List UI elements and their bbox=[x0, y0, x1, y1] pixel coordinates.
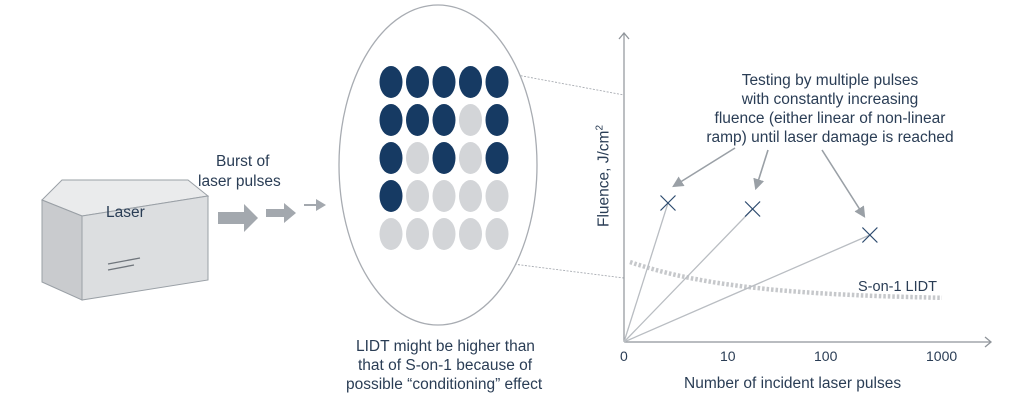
y-axis-label-text: Fluence, J/cm bbox=[595, 130, 613, 228]
damaged-spot bbox=[485, 142, 509, 174]
damaged-spot bbox=[379, 142, 403, 174]
undamaged-spot bbox=[459, 142, 482, 174]
damaged-spot bbox=[432, 66, 456, 98]
damaged-spot bbox=[379, 104, 403, 136]
threshold-dotted-line bbox=[629, 259, 943, 301]
callout-arrow bbox=[821, 149, 866, 218]
spot-matrix bbox=[379, 66, 509, 250]
x-tick-label: 100 bbox=[814, 348, 838, 364]
fluence-ramps bbox=[623, 202, 871, 343]
damaged-spot bbox=[485, 66, 509, 98]
annotation-line3: fluence (either linear of non-linear bbox=[714, 110, 946, 127]
damaged-spot bbox=[459, 66, 482, 98]
damage-markers bbox=[660, 195, 878, 243]
annotation-line4: ramp) until laser damage is reached bbox=[706, 129, 954, 146]
damage-marker-x bbox=[861, 227, 878, 243]
threshold-label: S-on-1 LIDT bbox=[858, 279, 937, 295]
undamaged-spot bbox=[406, 180, 429, 212]
fluence-ramp-line bbox=[623, 208, 754, 343]
laser-slot bbox=[107, 257, 141, 265]
damaged-spot bbox=[379, 180, 403, 212]
y-axis-label: Fluence, J/cm2 bbox=[595, 125, 614, 227]
annotation-line1: Testing by multiple pulses bbox=[741, 72, 919, 89]
damaged-spot bbox=[406, 66, 429, 98]
callout-arrow bbox=[753, 149, 769, 191]
caption-line3: possible “conditioning” effect bbox=[346, 376, 543, 393]
chart-area bbox=[618, 31, 993, 348]
pulse-arrow-large bbox=[218, 204, 258, 232]
undamaged-spot bbox=[432, 218, 456, 250]
annotation-line2: with constantly increasing bbox=[741, 91, 919, 108]
damaged-spot bbox=[379, 66, 403, 98]
laser-device bbox=[41, 179, 210, 301]
undamaged-spot bbox=[432, 180, 456, 212]
undamaged-spot bbox=[485, 218, 509, 250]
undamaged-spot bbox=[379, 218, 403, 250]
laser-side-face bbox=[81, 195, 209, 301]
x-tick-label: 1000 bbox=[926, 348, 958, 364]
undamaged-spot bbox=[406, 218, 429, 250]
laser-label: Laser bbox=[106, 204, 145, 221]
damage-marker-x bbox=[744, 201, 761, 217]
damaged-spot bbox=[406, 104, 429, 136]
laser-front-face bbox=[41, 199, 83, 301]
x-axis-label: Number of incident laser pulses bbox=[684, 375, 902, 392]
undamaged-spot bbox=[485, 180, 509, 212]
burst-label-line2: laser pulses bbox=[198, 173, 281, 190]
caption-line2: that of S-on-1 because of bbox=[358, 357, 533, 374]
x-tick-label: 0 bbox=[620, 348, 628, 364]
undamaged-spot bbox=[459, 218, 482, 250]
y-axis-label-sup: 2 bbox=[594, 124, 606, 131]
x-tick-label: 10 bbox=[720, 348, 736, 364]
pulse-arrow-small bbox=[304, 199, 326, 211]
undamaged-spot bbox=[459, 180, 482, 212]
s-on-1-threshold-curve bbox=[629, 259, 943, 301]
fluence-ramp-line bbox=[623, 234, 871, 343]
burst-arrows bbox=[218, 199, 326, 232]
damaged-spot bbox=[432, 142, 456, 174]
undamaged-spot bbox=[406, 142, 429, 174]
damage-marker-x bbox=[660, 195, 676, 211]
undamaged-spot bbox=[459, 104, 482, 136]
damaged-spot bbox=[432, 104, 456, 136]
burst-label-line1: Burst of bbox=[216, 153, 270, 170]
fluence-ramp-line bbox=[623, 202, 669, 343]
annotation-arrows bbox=[672, 147, 866, 218]
damaged-spot bbox=[485, 104, 509, 136]
pulse-arrow-medium bbox=[266, 203, 296, 223]
callout-arrow bbox=[672, 147, 736, 188]
caption-line1: LIDT might be higher than bbox=[356, 338, 535, 355]
laser-slot bbox=[107, 264, 135, 271]
